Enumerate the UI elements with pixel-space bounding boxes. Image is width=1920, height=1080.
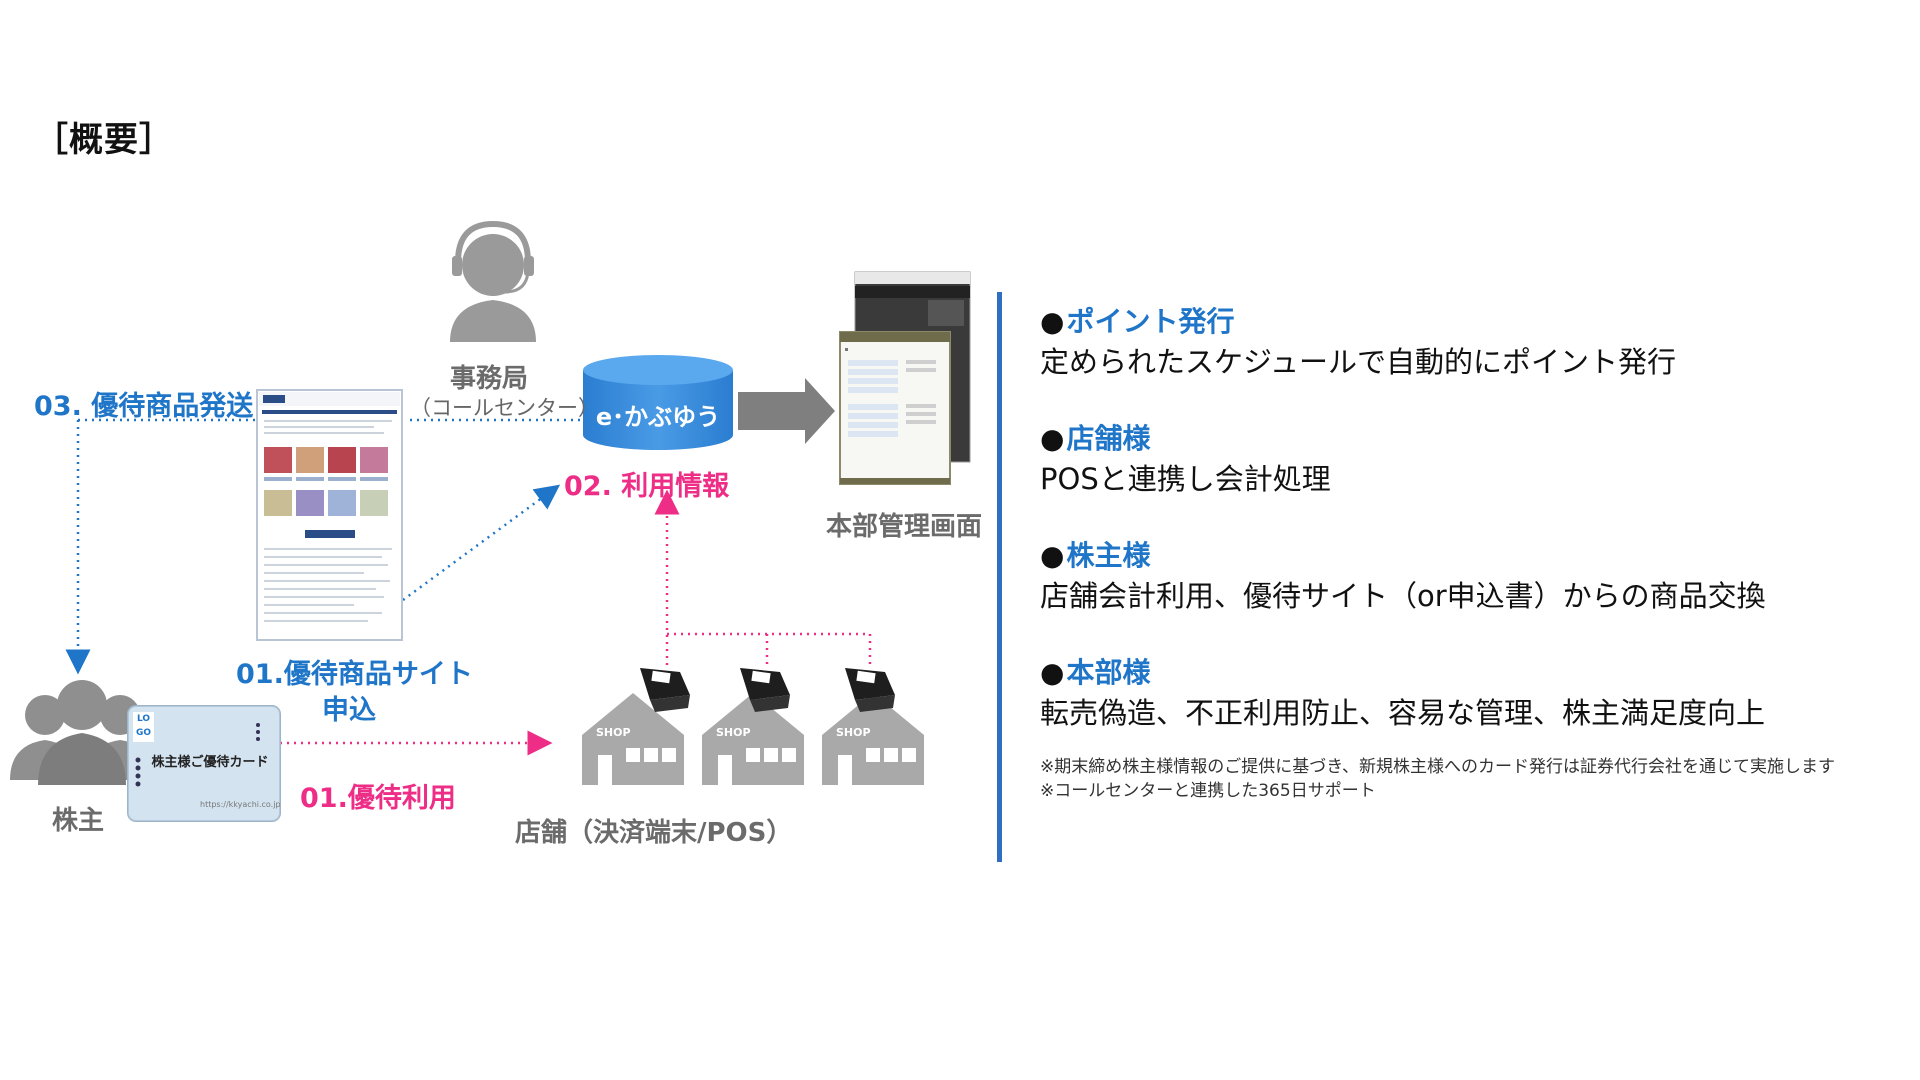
shop-1 <box>582 693 684 785</box>
label-02-usage: 02. 利用情報 <box>564 464 729 503</box>
bullet-dot: ● <box>1040 422 1065 455</box>
shop-2 <box>702 693 804 785</box>
big-arrow <box>738 378 835 444</box>
footnote-1: ※期末締め株主様情報のご提供に基づき、新規株主様へのカード発行は証券代行会社を通… <box>1040 757 1836 777</box>
hq-screen-label: 本部管理画面 <box>826 512 983 542</box>
terminal-3 <box>845 668 895 712</box>
page-title: ［概要］ <box>34 120 174 160</box>
bullet-shareholders: ●株主様 店舗会計利用、優待サイト（or申込書）からの商品交換 <box>1040 537 1860 617</box>
footnotes: ※期末締め株主様情報のご提供に基づき、新規株主様へのカード発行は証券代行会社を通… <box>1040 755 1840 803</box>
label-03-shipping: 03. 優待商品発送 <box>34 391 254 422</box>
footnote-2: ※コールセンターと連携した365日サポート <box>1040 781 1376 801</box>
bullet-heading: ポイント発行 <box>1066 305 1235 338</box>
bullet-body: POSと連携し会計処理 <box>1040 462 1331 496</box>
flow-02-usage <box>654 489 872 665</box>
hq-screen-image <box>839 271 971 485</box>
bullet-body: 定められたスケジュールで自動的にポイント発行 <box>1040 345 1676 379</box>
site-screenshot <box>256 389 403 641</box>
label-01-site-line2: 申込 <box>322 695 376 726</box>
bullet-body: 店舗会計利用、優待サイト（or申込書）からの商品交換 <box>1040 579 1766 613</box>
bullet-heading: 店舗様 <box>1066 422 1151 455</box>
label-01-use: 01.優待利用 <box>300 783 456 814</box>
database-cylinder <box>583 355 733 450</box>
card-title: 株主様ご優待カード <box>151 755 269 770</box>
database-label: e･かぶゆう <box>595 403 721 431</box>
flow-01-site <box>402 484 561 602</box>
label-02-usage-text: 02. 利用情報 <box>564 471 730 502</box>
bullet-point-issuance: ●ポイント発行 定められたスケジュールで自動的にポイント発行 <box>1040 303 1860 383</box>
bullet-dot: ● <box>1040 305 1065 338</box>
bullet-body: 転売偽造、不正利用防止、容易な管理、株主満足度向上 <box>1040 696 1766 730</box>
office-sublabel: （コールセンター） <box>410 396 599 420</box>
shop-sign-1: SHOP <box>596 726 631 739</box>
bullet-heading: 本部様 <box>1066 656 1151 689</box>
shop-sign-2: SHOP <box>716 726 751 739</box>
shareholder-card <box>127 705 281 822</box>
terminal-2 <box>740 668 790 712</box>
card-url: https://kkyachi.co.jp <box>200 800 281 809</box>
card-logo: LO GO <box>133 712 154 742</box>
bullet-headquarters: ●本部様 転売偽造、不正利用防止、容易な管理、株主満足度向上 <box>1040 654 1860 734</box>
terminal-1 <box>640 668 690 712</box>
shop-3 <box>822 693 924 785</box>
store-label: 店舗（決済端末/POS） <box>515 818 793 848</box>
office-label: 事務局 <box>450 364 529 394</box>
operator-icon <box>450 220 536 342</box>
bullet-heading: 株主様 <box>1066 539 1151 572</box>
bullet-dot: ● <box>1040 539 1065 572</box>
bullet-stores: ●店舗様 POSと連携し会計処理 <box>1040 420 1860 500</box>
shop-sign-3: SHOP <box>836 726 871 739</box>
shareholder-label: 株主 <box>52 806 105 836</box>
vertical-divider <box>997 292 1002 862</box>
label-01-site-line1: 01.優待商品サイト <box>236 659 473 690</box>
bullet-dot: ● <box>1040 656 1065 689</box>
